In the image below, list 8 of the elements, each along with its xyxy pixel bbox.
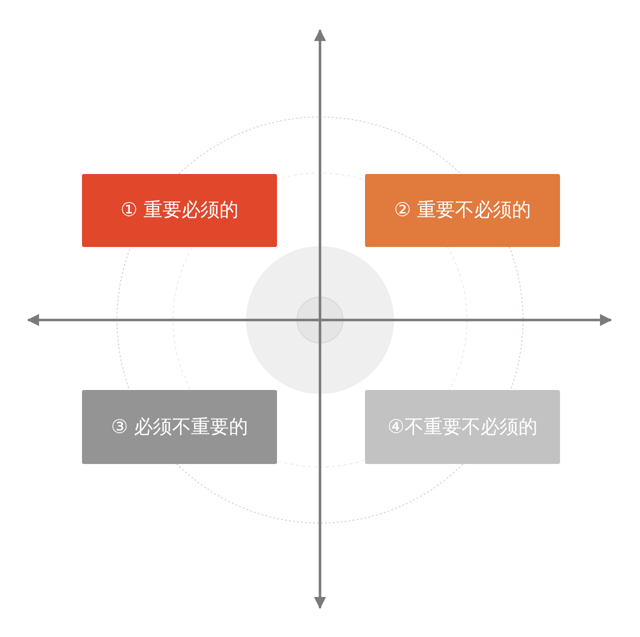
- quadrant-box: [365, 174, 560, 247]
- quadrant-box: [82, 390, 277, 464]
- quadrant-label: ② 重要不必须的: [394, 199, 532, 222]
- quadrant-box: [82, 174, 277, 247]
- quadrant-label: ① 重要必须的: [120, 199, 239, 222]
- quadrant-box: [365, 390, 560, 464]
- quadrant-label: ④不重要不必须的: [387, 416, 538, 438]
- quadrant-label: ③ 必须不重要的: [110, 416, 248, 438]
